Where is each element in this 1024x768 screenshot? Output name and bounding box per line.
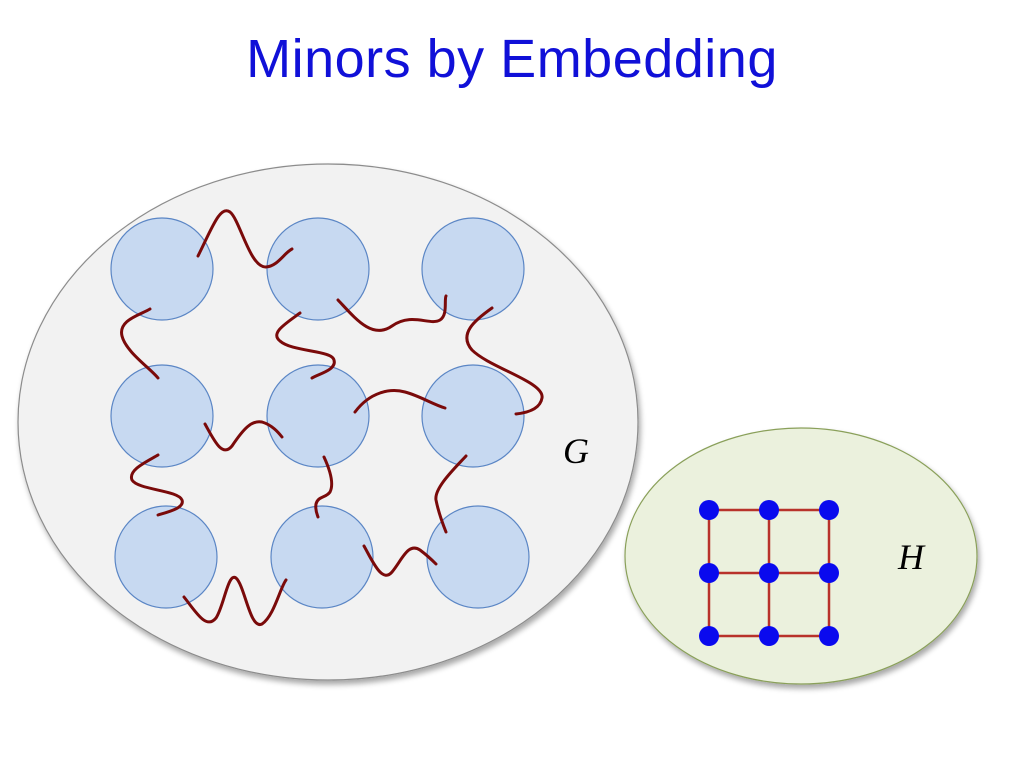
g-path-left-lower [129,453,184,517]
graph-g-label: G [563,431,589,471]
g-path-right-lower [434,454,468,534]
graph-g-blobs [110,217,530,609]
graph-h-region [624,427,978,685]
h-node [819,500,839,520]
h-node [759,500,779,520]
g-path-top-left [196,209,294,269]
graph-h: H [624,427,978,685]
g-path-center-lower [314,455,334,519]
g-blob-2-2 [266,364,370,468]
g-blob-3-1 [114,505,218,609]
h-node [699,626,719,646]
g-path-center-left [203,420,284,452]
g-path-right-upper [465,306,544,416]
h-node [759,626,779,646]
graph-h-nodes [699,500,839,646]
g-blob-1-3 [421,217,525,321]
g-path-bottom-right [362,544,438,577]
g-path-left-upper [120,307,160,380]
h-node [819,626,839,646]
h-node [819,563,839,583]
slide-title: Minors by Embedding [246,29,778,89]
g-blob-1-2 [266,217,370,321]
h-node [699,500,719,520]
h-node [699,563,719,583]
graph-g-paths [120,209,544,626]
g-blob-1-1 [110,217,214,321]
g-path-bottom-left [182,576,288,626]
g-blob-3-2 [270,505,374,609]
h-node [759,563,779,583]
graph-g: G [17,163,639,681]
g-blob-2-1 [110,364,214,468]
g-path-top-right [336,294,448,332]
g-blob-2-3 [421,364,525,468]
g-path-center-right [353,389,447,414]
graph-h-label: H [897,537,926,577]
g-path-center-upper [275,311,336,380]
